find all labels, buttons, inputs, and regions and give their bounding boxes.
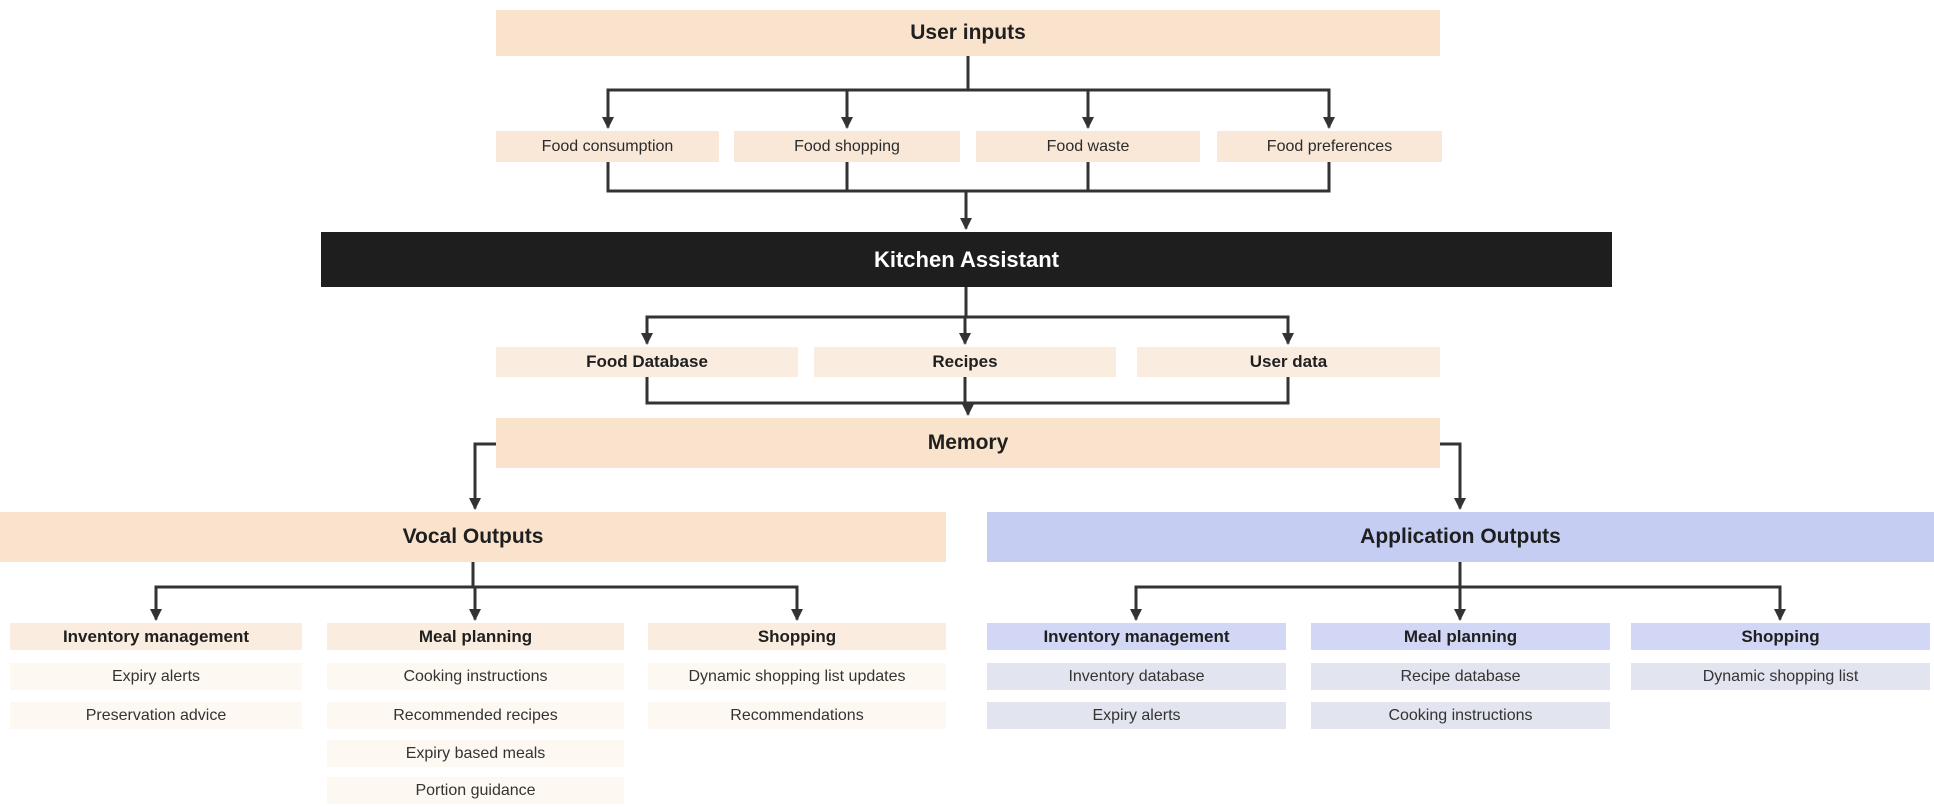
vocal-item-dynamic-shopping-list-updates: Dynamic shopping list updates: [648, 663, 946, 690]
input-box-food-consumption: Food consumption: [496, 131, 719, 162]
vocal-item-label: Cooking instructions: [403, 667, 548, 685]
vocal-inventory-title: Inventory management: [62, 626, 250, 646]
app-col-shopping-header: Shopping: [1631, 623, 1930, 650]
user-data-label: User data: [1249, 352, 1328, 371]
app-item-label: Dynamic shopping list: [1702, 667, 1859, 685]
input-box-food-preferences: Food preferences: [1217, 131, 1442, 162]
vocal-item-cooking-instructions: Cooking instructions: [327, 663, 624, 690]
vocal-outputs-box: Vocal Outputs: [0, 512, 946, 562]
connector-assistant-bus: [645, 285, 1290, 319]
connector-knowledge-bus: [645, 375, 1290, 405]
user-inputs-label: User inputs: [910, 21, 1026, 44]
app-item-label: Recipe database: [1400, 667, 1521, 685]
application-outputs-box: Application Outputs: [987, 512, 1934, 562]
app-item-expiry-alerts: Expiry alerts: [987, 702, 1286, 729]
vocal-item-label: Expiry alerts: [111, 667, 201, 685]
vocal-item-expiry-alerts: Expiry alerts: [10, 663, 302, 690]
vocal-item-recommended-recipes: Recommended recipes: [327, 702, 624, 729]
vocal-item-portion-guidance: Portion guidance: [327, 777, 624, 804]
app-inventory-title: Inventory management: [1043, 626, 1230, 646]
memory-label: Memory: [927, 431, 1009, 454]
application-outputs-label: Application Outputs: [1360, 525, 1561, 548]
app-shopping-title: Shopping: [1741, 626, 1820, 646]
connector-arrow-application-outputs: [1438, 442, 1466, 510]
food-waste-label: Food waste: [1046, 137, 1130, 155]
app-item-inventory-database: Inventory database: [987, 663, 1286, 690]
app-col-inventory-header: Inventory management: [987, 623, 1286, 650]
app-meal-title: Meal planning: [1403, 626, 1518, 646]
connector-inputs-bus: [606, 160, 1331, 193]
vocal-item-label: Recommendations: [730, 706, 864, 724]
app-item-cooking-instructions: Cooking instructions: [1311, 702, 1610, 729]
user-inputs-box: User inputs: [496, 10, 1440, 56]
food-preferences-label: Food preferences: [1266, 137, 1393, 155]
recipes-label: Recipes: [932, 352, 998, 371]
memory-box: Memory: [496, 418, 1440, 468]
kitchen-assistant-label: Kitchen Assistant: [873, 246, 1059, 272]
vocal-meal-title: Meal planning: [418, 626, 533, 646]
vocal-item-label: Preservation advice: [85, 706, 227, 724]
connector-userinputs-bus: [606, 54, 1331, 92]
app-item-dynamic-shopping-list: Dynamic shopping list: [1631, 663, 1930, 690]
vocal-item-recommendations: Recommendations: [648, 702, 946, 729]
knowledge-box-user-data: User data: [1137, 347, 1440, 377]
app-item-recipe-database: Recipe database: [1311, 663, 1610, 690]
connector-app-bus: [1134, 560, 1782, 589]
vocal-item-label: Recommended recipes: [393, 706, 558, 724]
knowledge-box-food-database: Food Database: [496, 347, 798, 377]
vocal-item-label: Dynamic shopping list updates: [688, 667, 906, 685]
input-box-food-shopping: Food shopping: [734, 131, 960, 162]
vocal-shopping-title: Shopping: [757, 626, 837, 646]
knowledge-box-recipes: Recipes: [814, 347, 1116, 377]
app-item-label: Expiry alerts: [1092, 706, 1181, 724]
vocal-col-inventory-header: Inventory management: [10, 623, 302, 650]
app-item-label: Cooking instructions: [1388, 706, 1533, 724]
vocal-col-shopping-header: Shopping: [648, 623, 946, 650]
input-box-food-waste: Food waste: [976, 131, 1200, 162]
vocal-item-label: Portion guidance: [415, 781, 536, 799]
food-database-label: Food Database: [586, 352, 708, 371]
app-item-label: Inventory database: [1068, 667, 1205, 685]
food-shopping-label: Food shopping: [794, 137, 900, 155]
vocal-col-meal-header: Meal planning: [327, 623, 624, 650]
vocal-item-preservation-advice: Preservation advice: [10, 702, 302, 729]
vocal-item-label: Expiry based meals: [405, 744, 546, 762]
connector-arrow-vocal-outputs: [469, 442, 498, 510]
vocal-item-expiry-based-meals: Expiry based meals: [327, 740, 624, 767]
food-consumption-label: Food consumption: [541, 137, 674, 155]
vocal-outputs-label: Vocal Outputs: [402, 525, 544, 548]
connector-vocal-bus: [154, 560, 799, 589]
app-col-meal-header: Meal planning: [1311, 623, 1610, 650]
kitchen-assistant-box: Kitchen Assistant: [321, 232, 1612, 287]
